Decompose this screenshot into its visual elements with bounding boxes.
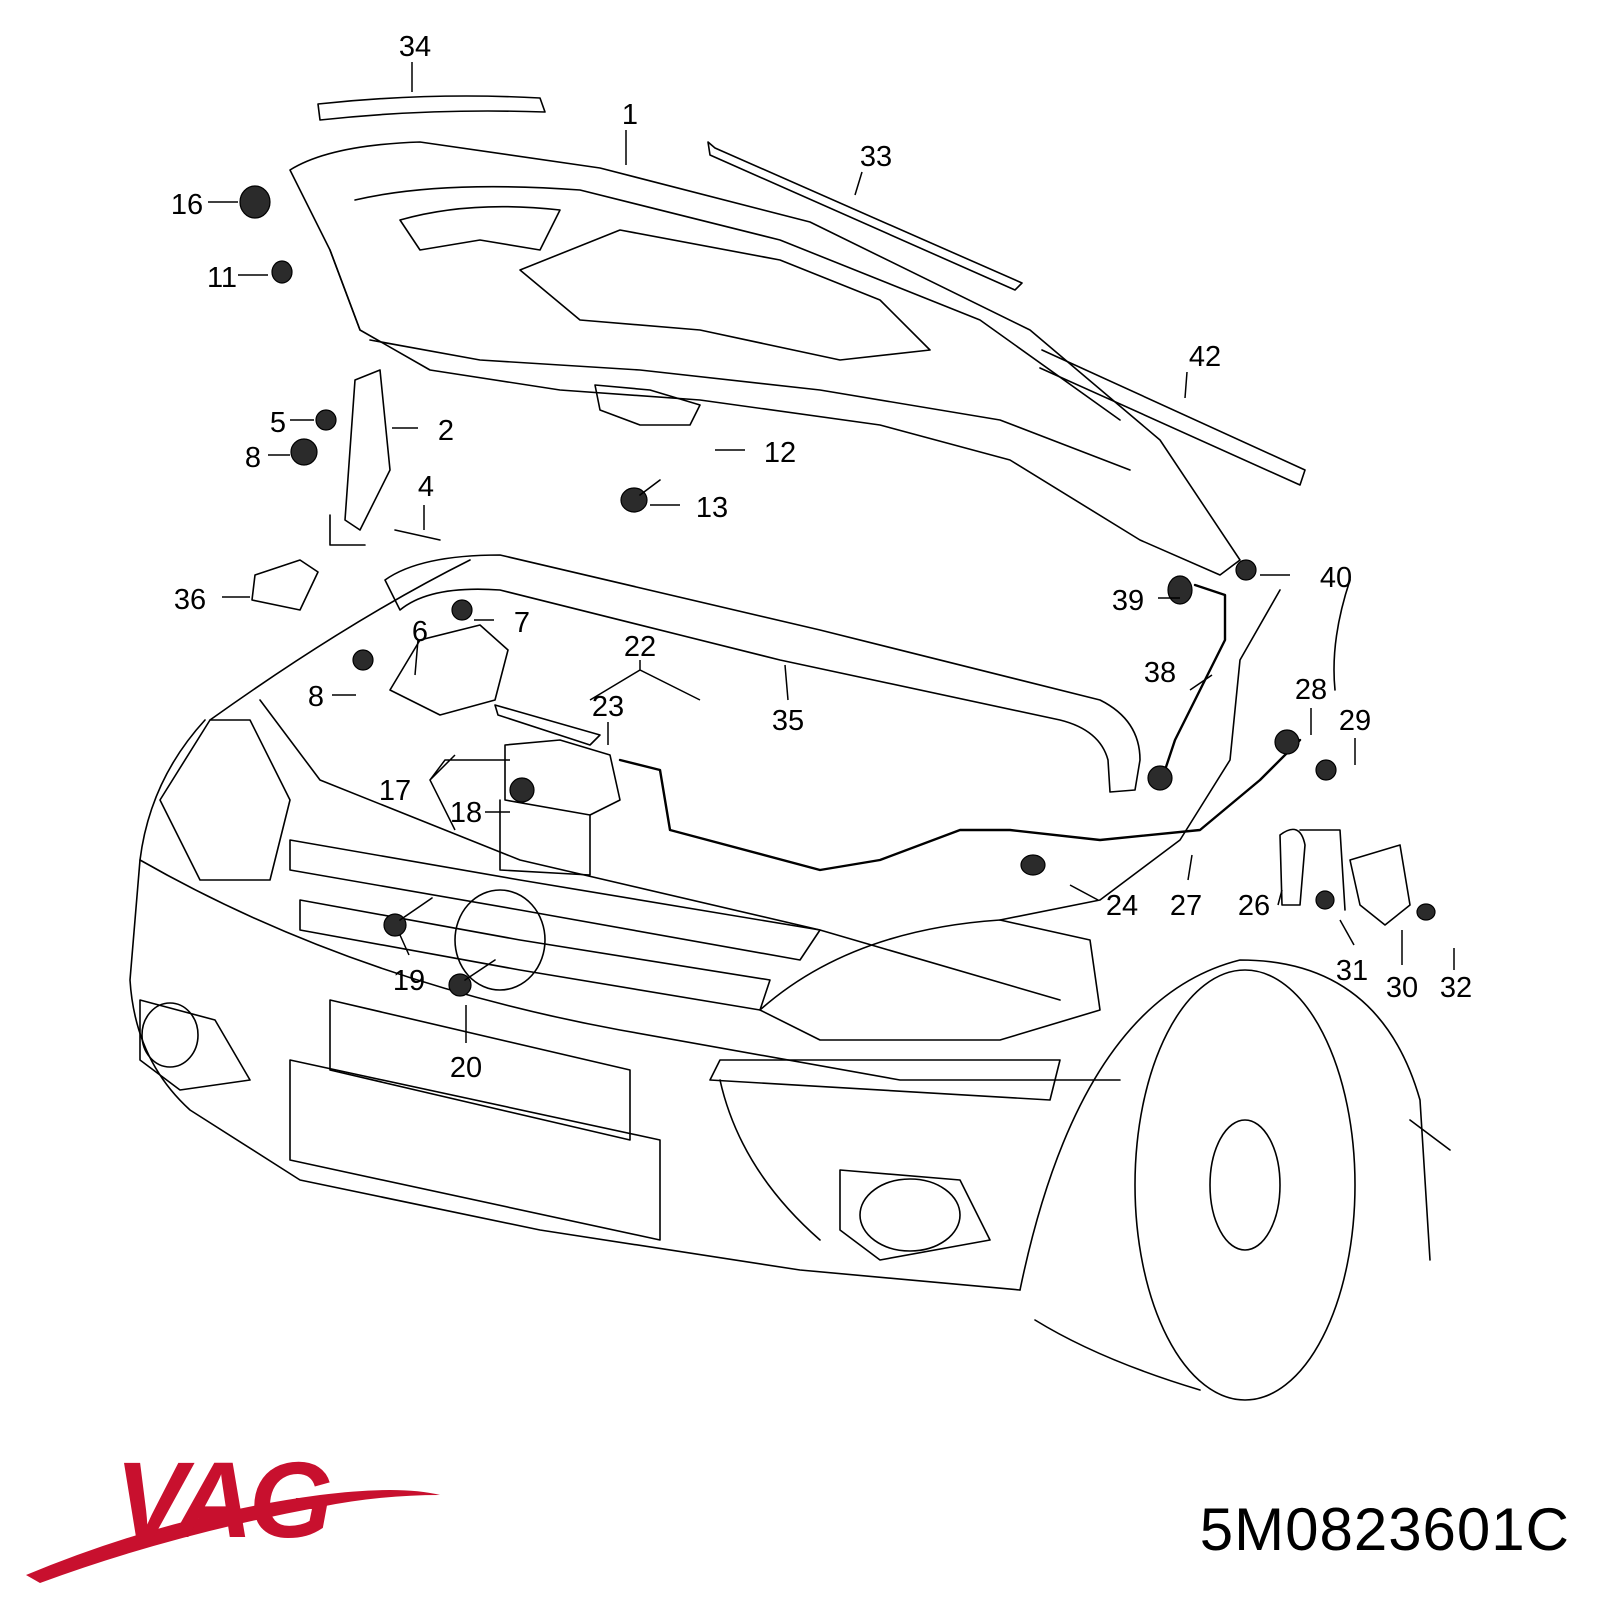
callout-label: 28 bbox=[1295, 674, 1327, 706]
callout-label: 33 bbox=[860, 141, 892, 173]
callout-label: 2 bbox=[438, 415, 454, 447]
leader-lines bbox=[208, 62, 1455, 1043]
callout-label: 22 bbox=[624, 631, 656, 663]
callout-label: 13 bbox=[696, 492, 728, 524]
callout-label: 11 bbox=[207, 262, 237, 294]
callout-label: 16 bbox=[171, 189, 203, 221]
callout-label: 29 bbox=[1339, 705, 1371, 737]
callout-label: 20 bbox=[450, 1052, 482, 1084]
callout-label: 17 bbox=[379, 775, 411, 807]
callout-label: 39 bbox=[1112, 585, 1144, 617]
callout-label: 4 bbox=[418, 471, 434, 503]
callout-label: 8 bbox=[308, 681, 324, 713]
callout-label: 7 bbox=[514, 607, 530, 639]
callout-label: 42 bbox=[1189, 341, 1221, 373]
callout-label: 26 bbox=[1238, 890, 1270, 922]
callout-label: 38 bbox=[1144, 657, 1176, 689]
part-number: 5M0823601C bbox=[1199, 1496, 1570, 1563]
callout-label: 32 bbox=[1440, 972, 1472, 1004]
callout-label: 24 bbox=[1106, 890, 1138, 922]
callout-label: 34 bbox=[399, 31, 431, 63]
callout-label: 36 bbox=[174, 584, 206, 616]
brand-logo-text: VAG bbox=[115, 1439, 330, 1560]
callout-label: 12 bbox=[764, 437, 796, 469]
callout-label: 5 bbox=[270, 407, 286, 439]
callout-label: 1 bbox=[622, 99, 638, 131]
callout-label: 8 bbox=[245, 442, 261, 474]
callout-label: 19 bbox=[393, 965, 425, 997]
callout-label: 6 bbox=[412, 616, 428, 648]
callout-label: 23 bbox=[592, 691, 624, 723]
vag-logo: VAG bbox=[26, 1439, 440, 1583]
callout-label: 35 bbox=[772, 705, 804, 737]
callout-labels: 34 1 33 16 11 42 5 2 8 12 4 13 36 40 39 … bbox=[171, 31, 1472, 1084]
callout-label: 40 bbox=[1320, 562, 1352, 594]
callout-label: 27 bbox=[1170, 890, 1202, 922]
callout-label: 31 bbox=[1336, 955, 1368, 987]
callout-label: 30 bbox=[1386, 972, 1418, 1004]
callout-label: 18 bbox=[450, 797, 482, 829]
car-hood-artwork bbox=[129, 95, 1451, 1401]
